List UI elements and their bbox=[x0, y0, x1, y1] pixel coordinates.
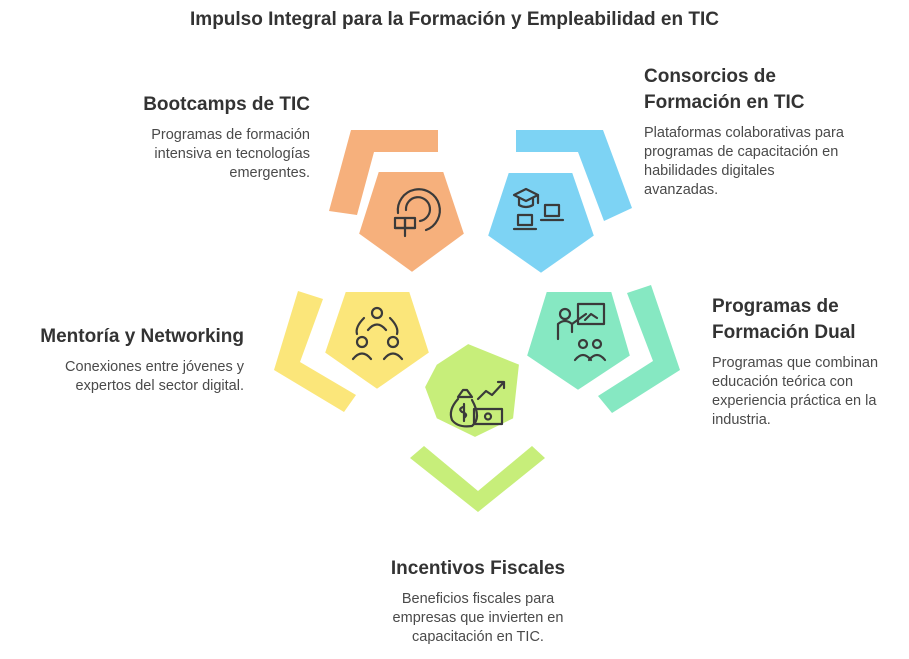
bootcamps-band bbox=[329, 130, 438, 215]
diagram-title: Impulso Integral para la Formación y Emp… bbox=[190, 9, 719, 30]
fiscales-band bbox=[410, 446, 545, 512]
bootcamps-pentagon bbox=[356, 170, 467, 275]
fiscales-description: Beneficios fiscales para empresas que in… bbox=[392, 591, 564, 645]
dual-band bbox=[598, 285, 680, 413]
bootcamps-heading: Bootcamps de TIC bbox=[143, 94, 310, 115]
target-icon bbox=[393, 188, 441, 238]
fiscales-pentagon bbox=[422, 341, 522, 440]
mentoria-pentagon bbox=[322, 290, 432, 392]
consorcios-block: Consorcios de Formación en TIC Plataform… bbox=[644, 64, 904, 200]
dual-description: Programas que combinan educación teórica… bbox=[712, 355, 879, 428]
dual-heading: Programas de Formación Dual bbox=[712, 296, 856, 343]
network-people-icon bbox=[351, 306, 404, 361]
graduation-laptop-icon bbox=[512, 187, 565, 231]
consorcios-description: Plataformas colaborativas para programas… bbox=[644, 125, 844, 198]
teacher-class-icon bbox=[556, 302, 607, 362]
dual-block: Programas de Formación Dual Programas qu… bbox=[712, 294, 907, 430]
bootcamps-description: Programas de formación intensiva en tecn… bbox=[151, 127, 310, 181]
mentoria-description: Conexiones entre jóvenes y expertos del … bbox=[65, 359, 244, 394]
mentoria-heading: Mentoría y Networking bbox=[40, 326, 244, 347]
mentoria-band bbox=[274, 291, 356, 412]
mentoria-block: Mentoría y Networking Conexiones entre j… bbox=[6, 324, 244, 396]
consorcios-heading: Consorcios de Formación en TIC bbox=[644, 66, 805, 113]
fiscales-heading: Incentivos Fiscales bbox=[390, 558, 566, 579]
money-growth-icon bbox=[449, 380, 506, 428]
bootcamps-block: Bootcamps de TIC Programas de formación … bbox=[70, 92, 310, 183]
fiscales-block: Incentivos Fiscales Beneficios fiscales … bbox=[338, 556, 618, 647]
consorcios-pentagon bbox=[485, 171, 597, 276]
consorcios-band bbox=[516, 130, 632, 221]
